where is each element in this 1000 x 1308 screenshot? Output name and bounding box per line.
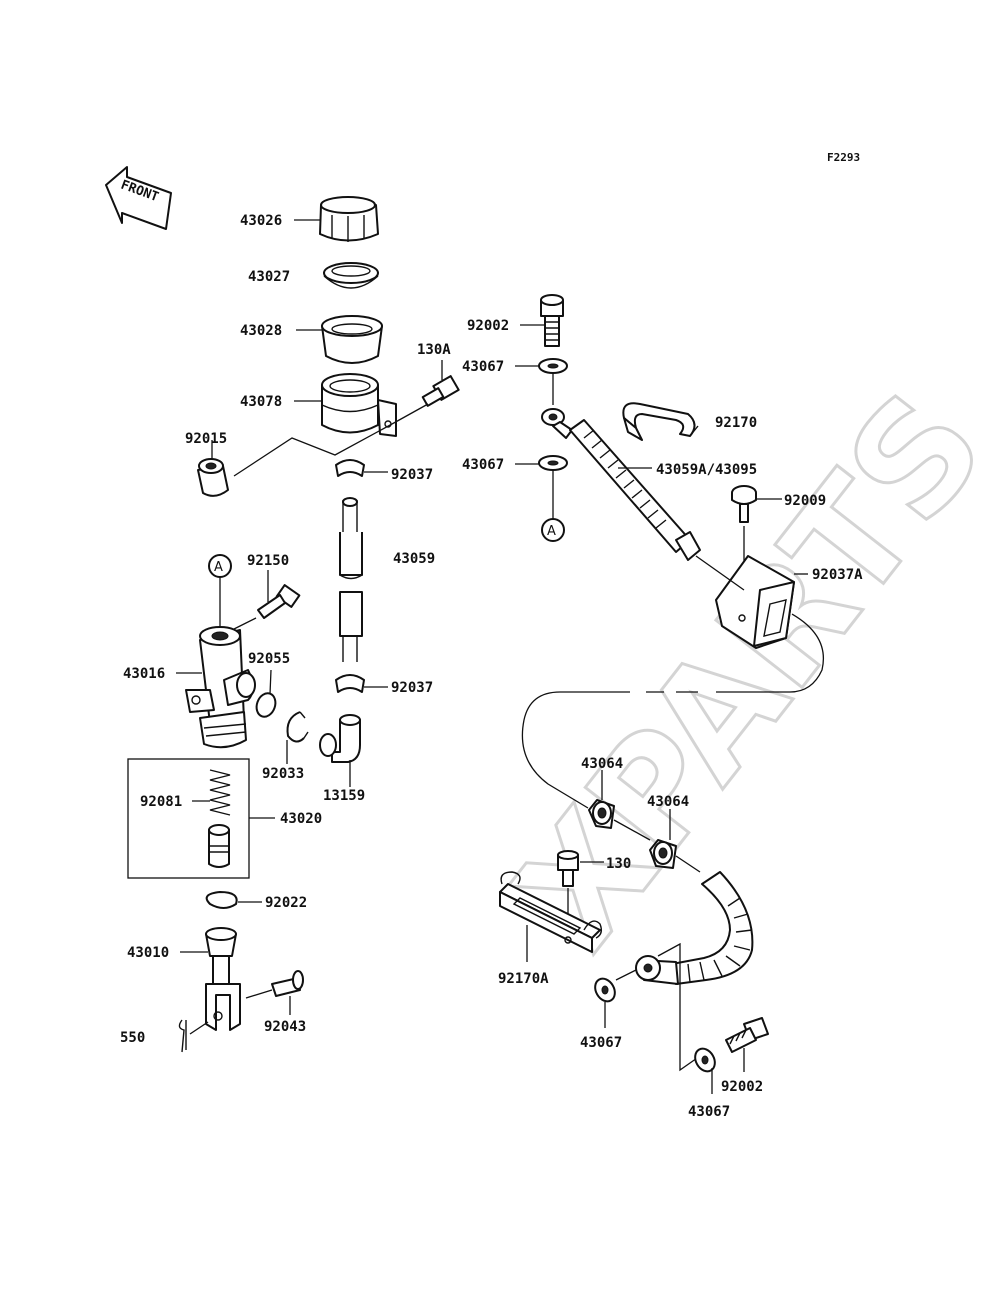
- label-92037a: 92037A: [812, 567, 863, 583]
- diaphragm-43028: [321, 315, 383, 364]
- marker-a-left-text: A: [214, 560, 223, 575]
- label-43027: 43027: [248, 269, 290, 285]
- push-rod-43010: [205, 927, 241, 1031]
- marker-a-left: A: [208, 554, 232, 578]
- hose-clip-92037-bottom: [335, 674, 365, 693]
- label-92170a: 92170A: [498, 971, 549, 987]
- label-92033: 92033: [262, 766, 304, 782]
- label-43010: 43010: [127, 945, 169, 961]
- elbow-fitting-13159: [319, 714, 361, 763]
- label-130a: 130A: [417, 342, 451, 358]
- banjo-bolt-92002-bottom: [725, 1017, 769, 1053]
- label-43026: 43026: [240, 213, 282, 229]
- grommet-43064-right: [649, 839, 677, 869]
- label-43064-left: 43064: [581, 756, 623, 772]
- bolt-130: [557, 850, 579, 887]
- bolt-92150: [257, 584, 301, 619]
- label-43067-bl: 43067: [580, 1035, 622, 1051]
- marker-a-top: A: [541, 518, 565, 542]
- label-92002-top: 92002: [467, 318, 509, 334]
- reservoir-hose-43059: [339, 497, 363, 662]
- pin-92043: [271, 970, 304, 997]
- hose-clamp-92170: [622, 402, 699, 441]
- label-92055: 92055: [248, 651, 290, 667]
- grommet-92015: [197, 458, 229, 497]
- cotter-pin-550: [178, 1019, 187, 1053]
- label-43067-mid: 43067: [462, 457, 504, 473]
- hose-route-line-2: [613, 819, 701, 873]
- reservoir-cap-43026: [319, 196, 379, 242]
- hose-route-line: [521, 555, 824, 809]
- washer-43067-bl: [594, 977, 616, 1003]
- label-92002-bottom: 92002: [721, 1079, 763, 1095]
- hose-clip-92037-top: [335, 459, 365, 477]
- label-43078: 43078: [240, 394, 282, 410]
- label-92037-top: 92037: [391, 467, 433, 483]
- banjo-fitting-lower: [635, 955, 661, 981]
- diaphragm-plate-43027: [323, 262, 379, 289]
- label-43064-right: 43064: [647, 794, 689, 810]
- washer-43067-mid: [538, 455, 568, 471]
- label-92015: 92015: [185, 431, 227, 447]
- circlip-92033: [286, 711, 309, 743]
- bolt-130a: [421, 375, 460, 407]
- label-43020: 43020: [280, 811, 322, 827]
- washer-43067-top: [538, 358, 568, 374]
- label-13159: 13159: [323, 788, 365, 804]
- label-550: 550: [120, 1030, 145, 1046]
- grommet-43064-left: [588, 799, 615, 829]
- label-130: 130: [606, 856, 631, 872]
- banjo-fitting-top: [541, 408, 573, 439]
- bracket-92170a: [499, 871, 603, 953]
- label-92009: 92009: [784, 493, 826, 509]
- label-92037-bottom: 92037: [391, 680, 433, 696]
- label-43059: 43059: [393, 551, 435, 567]
- screw-92009: [731, 485, 757, 523]
- spring-92081: [209, 769, 231, 816]
- piston-kit-box: [127, 758, 250, 879]
- label-92043: 92043: [264, 1019, 306, 1035]
- label-92170: 92170: [715, 415, 757, 431]
- front-arrow-icon: FRONT: [105, 166, 172, 230]
- marker-a-top-text: A: [547, 524, 556, 539]
- label-43028: 43028: [240, 323, 282, 339]
- assembly-line-lower: [615, 942, 701, 1072]
- reservoir-43078: [321, 373, 397, 437]
- watermark-text: XPARTS: [483, 362, 1000, 979]
- circlip-92022: [205, 891, 238, 909]
- label-43016: 43016: [123, 666, 165, 682]
- label-43067-br: 43067: [688, 1104, 730, 1120]
- label-43067-top: 43067: [462, 359, 504, 375]
- washer-43067-br: [694, 1047, 716, 1073]
- label-92081: 92081: [140, 794, 182, 810]
- label-92022: 92022: [265, 895, 307, 911]
- o-ring-92055: [255, 692, 277, 718]
- banjo-bolt-92002-top: [540, 294, 564, 347]
- brake-hose-43059a: [569, 419, 701, 561]
- diagram-code: F2293: [827, 151, 860, 164]
- label-92150: 92150: [247, 553, 289, 569]
- master-cylinder-43016: [185, 626, 256, 749]
- hose-guide-92037a: [715, 555, 795, 649]
- label-43059a-43095: 43059A/43095: [656, 462, 757, 478]
- piston-43020: [208, 824, 230, 868]
